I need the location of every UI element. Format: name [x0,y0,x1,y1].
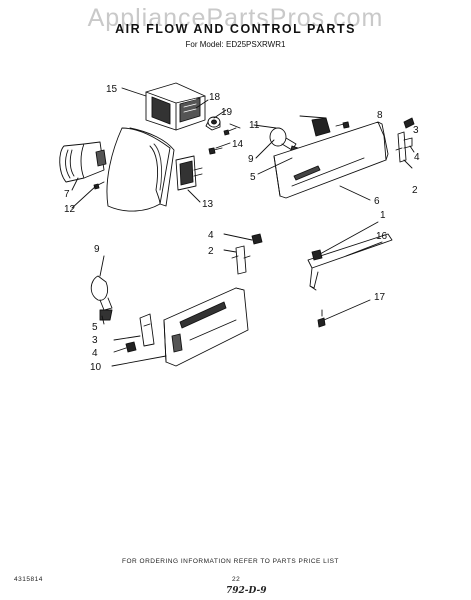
part-14-screw [208,147,223,155]
callout-1: 1 [380,210,386,221]
leader-lines [71,87,415,367]
callout-9-lower: 9 [94,244,100,255]
part-2-bracket-upper [395,131,413,163]
diagram-title: AIR FLOW AND CONTROL PARTS [115,22,356,36]
part-1-clip [311,249,323,261]
model-number: For Model: ED25PSXRWR1 [185,40,286,49]
part-5-light-socket-lower [99,309,113,321]
part-10-control-panel [163,287,249,367]
callout-14: 14 [232,139,244,150]
part-18-knob [205,116,221,131]
part-2-bracket-middle [231,245,251,275]
part-9-light-bulb-upper [269,127,297,151]
ordering-note: FOR ORDERING INFORMATION REFER TO PARTS … [122,558,339,565]
callout-5-lower: 5 [92,322,98,333]
watermark: AppliancePartsPros.com [87,4,384,32]
part-17-screw [317,309,326,328]
callout-12: 12 [64,204,76,215]
part-6-control-panel [273,121,389,199]
part-8-bracket [311,117,350,137]
part-16-trim-channel [307,233,393,291]
callout-17: 17 [374,292,386,303]
document-number: 4315814 [14,576,43,583]
callout-19: 19 [221,107,233,118]
part-12-screw [93,181,105,190]
callout-6: 6 [374,196,380,207]
callout-11: 11 [249,120,260,131]
part-13-control-switch [175,155,203,191]
air-duct-cover [106,127,175,212]
callout-4-lower: 4 [92,348,98,359]
part-4-screw-upper [403,117,415,129]
callout-5-upper: 5 [250,172,256,183]
callout-9-upper: 9 [248,154,254,165]
part-19-screw [223,127,237,136]
callout-4-upper: 4 [414,152,420,163]
part-15-damper-control [145,82,206,131]
callout-13: 13 [202,199,214,210]
callout-16: 16 [376,231,388,242]
callout-numbers: 15 18 19 11 8 14 9 5 7 12 13 6 3 4 2 4 2… [64,84,420,373]
callout-15: 15 [106,84,118,95]
part-3-bracket-lower [139,313,155,347]
part-7-air-duct [59,141,107,183]
callout-18: 18 [209,92,221,103]
callout-3-upper: 3 [413,125,419,136]
callout-2-upper: 2 [412,185,418,196]
callout-2-middle: 2 [208,246,214,257]
callout-10: 10 [90,362,102,373]
handwritten-code: 792-D-9 [226,586,267,596]
part-4-screw-lower [125,341,137,353]
part-4-screw-middle [251,233,263,245]
part-9-light-bulb-lower [90,275,113,311]
callout-8: 8 [377,110,383,121]
callout-3-lower: 3 [92,335,98,346]
page-number: 22 [232,576,241,583]
callout-4-middle: 4 [208,230,214,241]
callout-7: 7 [64,189,70,200]
